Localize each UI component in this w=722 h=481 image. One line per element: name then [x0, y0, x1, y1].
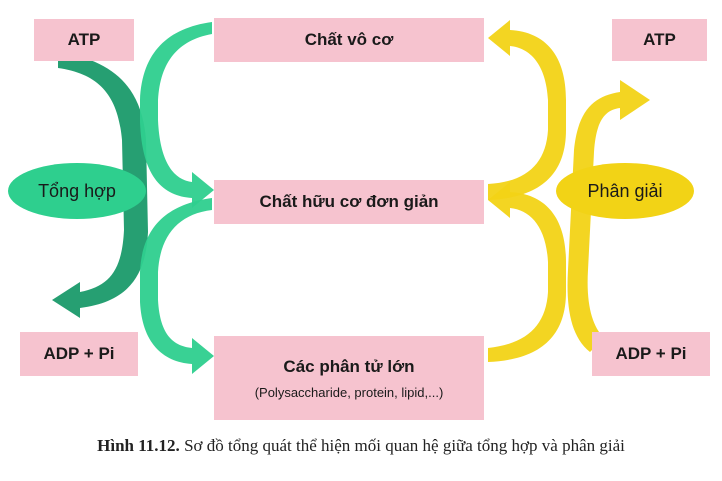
degradation-oval: Phân giải	[556, 163, 694, 219]
caption-label: Hình 11.12.	[97, 436, 180, 455]
arrow-macro-to-simple	[488, 182, 566, 362]
arrow-simple-to-inorganic	[488, 20, 566, 200]
metabolism-diagram: ATP ADP + Pi Chất vô cơ Chất hữu cơ đơn …	[8, 18, 710, 420]
macromolecules-label: Các phân tử lớn	[283, 356, 415, 376]
adp-left-box: ADP + Pi	[20, 332, 138, 376]
simple-organic-label: Chất hữu cơ đơn giản	[259, 192, 439, 211]
macromolecules-examples: (Polysaccharide, protein, lipid,...)	[254, 384, 444, 400]
macromolecules-box: Các phân tử lớn (Polysaccharide, protein…	[214, 336, 484, 420]
simple-organic-box: Chất hữu cơ đơn giản	[214, 180, 484, 224]
atp-left-label: ATP	[67, 30, 101, 49]
inorganic-label: Chất vô cơ	[304, 30, 394, 49]
figure-caption: Hình 11.12. Sơ đồ tổng quát thể hiện mối…	[0, 436, 722, 456]
arrow-simple-to-macro	[140, 198, 214, 374]
atp-right-box: ATP	[612, 19, 707, 61]
adp-left-label: ADP + Pi	[43, 344, 115, 363]
adp-right-label: ADP + Pi	[615, 344, 687, 363]
arrow-adp-to-atp-right	[567, 80, 650, 352]
inorganic-box: Chất vô cơ	[214, 18, 484, 62]
atp-left-box: ATP	[34, 19, 134, 61]
arrow-inorganic-to-simple	[140, 22, 214, 208]
atp-right-label: ATP	[643, 30, 676, 49]
degradation-label: Phân giải	[587, 180, 663, 201]
synthesis-oval: Tổng hợp	[8, 163, 146, 219]
caption-text: Sơ đồ tổng quát thể hiện mối quan hệ giữ…	[184, 436, 625, 455]
arrow-atp-to-adp-left	[52, 52, 148, 318]
synthesis-label: Tổng hợp	[38, 180, 116, 201]
adp-right-box: ADP + Pi	[592, 332, 710, 376]
arrows-layer	[52, 20, 650, 374]
